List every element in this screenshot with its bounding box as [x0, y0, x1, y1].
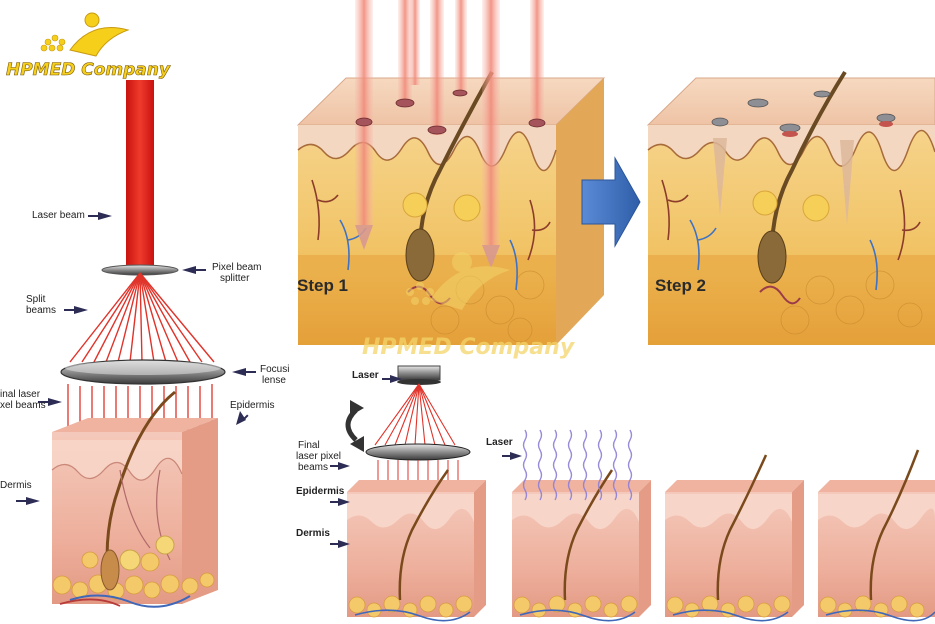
label-dermis-left: Dermis: [0, 480, 32, 491]
watermark-logo-mark: [406, 252, 510, 310]
left-laser-diagram: [16, 80, 256, 608]
label-pixel-beam-splitter-2: splitter: [220, 273, 250, 284]
label-laser-beam: Laser beam: [32, 210, 85, 221]
hair-follicle: [105, 390, 176, 576]
label-epidermis-bottom: Epidermis: [296, 486, 345, 497]
bottom-laser-device: [345, 365, 471, 490]
step2-label: Step 2: [655, 276, 707, 295]
left-skin-block: [51, 390, 218, 608]
label-dermis-bottom: Dermis: [296, 528, 330, 539]
label-focusing-lens-1: Focusi: [260, 364, 290, 375]
brand-logo-mark: [40, 12, 130, 57]
label-laser-bottom-a: Laser: [352, 370, 379, 381]
label-epidermis-left: Epidermis: [230, 400, 275, 411]
split-beams: [69, 272, 215, 363]
watermark-text: HPMED Company: [362, 335, 575, 360]
label-final-laser-1: inal laser: [0, 389, 41, 400]
label-focusing-lens-2: lense: [262, 375, 286, 386]
label-pixel-beam-splitter-1: Pixel beam: [212, 262, 262, 273]
bottom-pointer-arrows: [330, 375, 522, 548]
label-laser-bottom-b: Laser: [486, 437, 513, 448]
step2-skin-cube: [646, 70, 935, 345]
label-split-beams-1: Split: [26, 294, 46, 305]
step-arrow: [581, 156, 641, 248]
brand-logo-text: HPMED Company: [6, 60, 171, 81]
left-pointer-arrows: [16, 212, 256, 505]
step1-laser-columns: [355, 0, 544, 268]
label-final-bottom-3: beams: [298, 462, 329, 473]
bottom-skin-blocks: [347, 429, 935, 622]
step1-label: Step 1: [297, 276, 349, 295]
label-final-bottom-2: laser pixel: [296, 451, 342, 462]
label-final-laser-2: xel beams: [0, 400, 46, 411]
label-final-bottom-1: Final: [298, 440, 320, 451]
main-laser-beam: [126, 80, 154, 265]
label-split-beams-2: beams: [26, 305, 57, 316]
